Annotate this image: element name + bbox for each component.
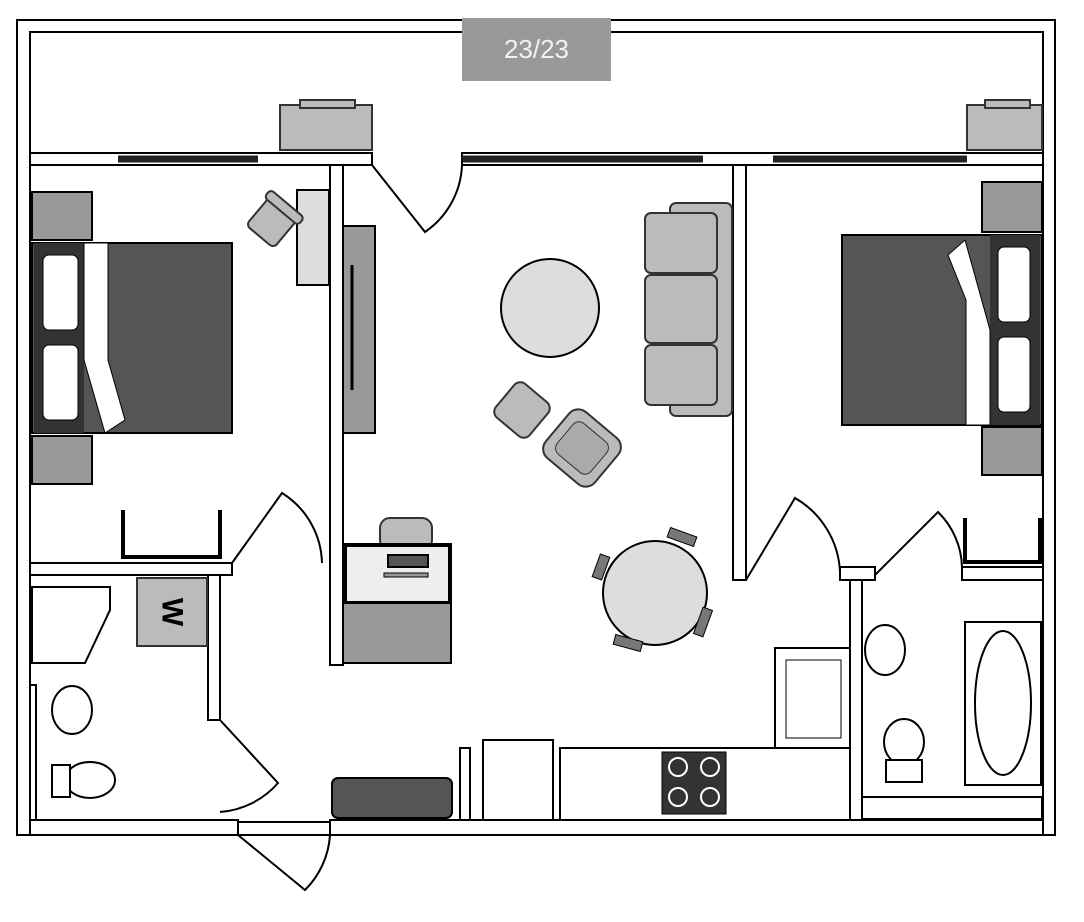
- toilet-tank: [51, 764, 71, 798]
- shower: [31, 586, 111, 664]
- chair-left: [247, 190, 304, 248]
- nightstand: [981, 426, 1043, 476]
- doors: [219, 164, 963, 892]
- toilet-right: [883, 718, 925, 766]
- bench: [331, 777, 453, 819]
- kitchen-counter: [482, 647, 851, 821]
- nightstand: [31, 191, 93, 241]
- coffee-table: [500, 258, 600, 358]
- desk-office: [342, 517, 452, 664]
- image-counter: 23/23: [462, 18, 611, 81]
- bathtub: [964, 621, 1042, 786]
- bath-shelf: [861, 796, 1043, 820]
- toilet-left: [64, 761, 116, 799]
- desk-left: [296, 189, 330, 286]
- balcony-wall: [29, 152, 1044, 166]
- washer: W: [136, 577, 208, 647]
- washer-label: W: [156, 598, 189, 627]
- interior-walls: [29, 164, 1044, 836]
- nightstand: [31, 435, 93, 485]
- bed-left: [31, 242, 233, 434]
- ac-unit-left: [279, 99, 373, 151]
- nightstand: [981, 181, 1043, 233]
- closet-rod: [121, 510, 222, 559]
- armchair: [542, 408, 622, 488]
- tv-cabinet: [342, 225, 376, 434]
- ac-unit-right: [966, 99, 1043, 151]
- sink-right: [864, 624, 906, 676]
- ottoman: [493, 381, 551, 439]
- dining-table: [591, 526, 714, 653]
- toilet-tank: [885, 759, 923, 783]
- bed-right: [841, 234, 1043, 426]
- sink-left: [51, 685, 93, 735]
- sofa: [644, 202, 733, 417]
- closet-rod: [963, 518, 1042, 564]
